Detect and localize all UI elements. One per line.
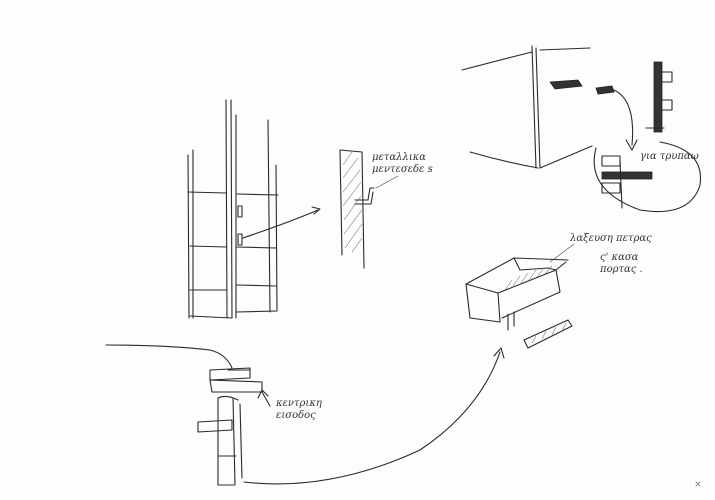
hinge-mark-lower bbox=[237, 233, 243, 246]
hinge-post bbox=[653, 61, 663, 133]
metal-handles-label: μεταλλικα μεντεσεδε s bbox=[372, 152, 433, 175]
hole-detail-circle bbox=[593, 141, 702, 213]
leader-to-hinge-detail bbox=[242, 209, 319, 239]
carved-stone-block bbox=[465, 243, 575, 349]
for-holes-label: για τρυπαω bbox=[640, 151, 699, 162]
main-entrance-detail bbox=[105, 344, 505, 486]
hinge-mark-upper bbox=[237, 205, 243, 218]
curved-leader-arrow bbox=[243, 351, 501, 485]
hole-mark-1 bbox=[549, 79, 583, 90]
stone-pillar-elevation bbox=[187, 99, 321, 319]
wall-block-detail bbox=[461, 45, 702, 213]
main-entrance-label: κεντρικη εισοδος bbox=[276, 398, 322, 421]
door-frame-label: ς' κασα πορτας . bbox=[600, 252, 643, 275]
hinge-detail bbox=[339, 149, 399, 269]
hole-mark-2 bbox=[595, 85, 615, 95]
corner-mark bbox=[695, 481, 701, 487]
carved-stone-label: λαξευση πετρας bbox=[570, 233, 652, 244]
leader-to-hole-detail bbox=[613, 89, 634, 146]
